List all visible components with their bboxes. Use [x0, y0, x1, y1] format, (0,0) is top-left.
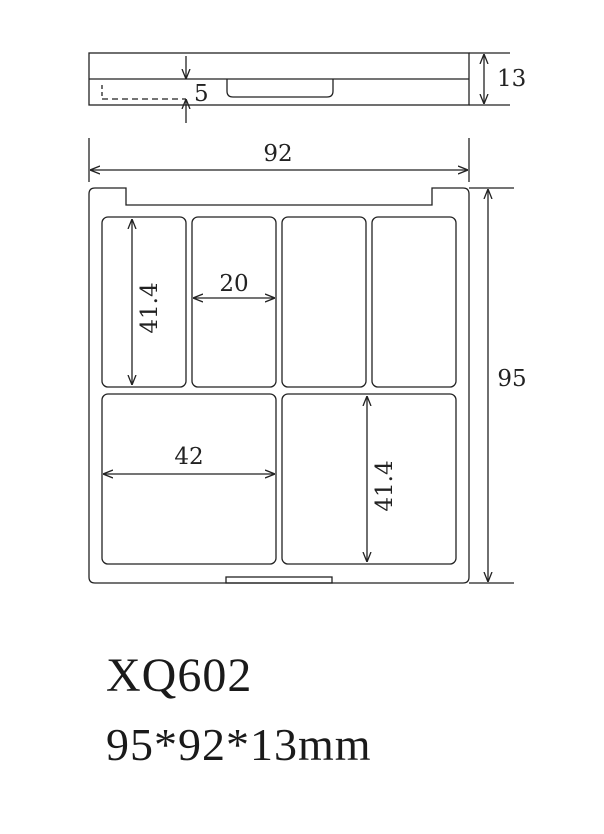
top-view	[88, 187, 470, 584]
pan-small-width-label: 20	[219, 271, 248, 297]
pan-1	[101, 216, 187, 388]
pan-2	[191, 216, 277, 388]
pan-bottom-height-label: 41.4	[372, 460, 398, 511]
height-dimension	[469, 187, 514, 584]
bottom-hinge-tab	[225, 576, 333, 584]
pan-6	[281, 393, 457, 565]
width-dimension	[88, 138, 470, 182]
pan-top-height-label: 41.4	[137, 282, 163, 333]
height-dim-label: 95	[497, 366, 526, 392]
side-view	[88, 52, 510, 123]
side-view-clasp	[226, 79, 334, 98]
pan-4	[371, 216, 457, 388]
depth-dim-label: 5	[194, 81, 209, 107]
side-height-dim-label: 13	[497, 66, 526, 92]
pan-3	[281, 216, 367, 388]
width-dim-label: 92	[263, 141, 292, 167]
case-outline	[88, 187, 470, 584]
pan-5	[101, 393, 277, 565]
pan-large-width-label: 42	[174, 444, 203, 470]
product-size: 95*92*13mm	[106, 719, 372, 770]
model-number: XQ602	[106, 649, 253, 702]
